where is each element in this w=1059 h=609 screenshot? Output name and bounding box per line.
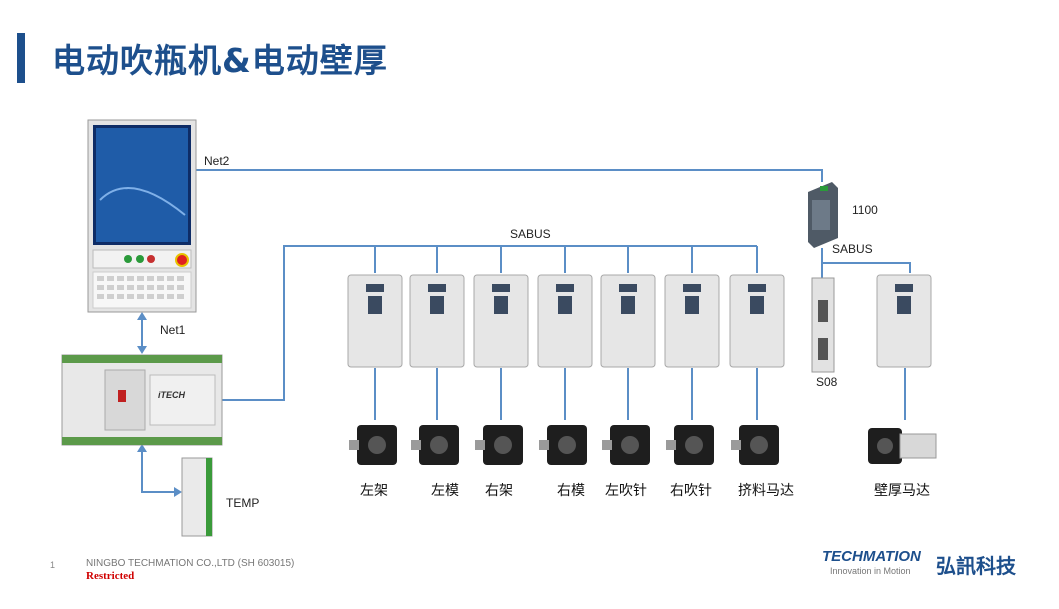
motor-label-4: 右模 (557, 483, 585, 499)
sabus-main-label: SABUS (510, 227, 551, 241)
motor-4 (539, 425, 587, 465)
module-1100 (808, 182, 838, 248)
net2-label: Net2 (204, 154, 230, 168)
net2-line (196, 169, 823, 182)
sabus-sub-label: SABUS (832, 242, 873, 256)
wall-motor-label: 壁厚马达 (874, 483, 930, 499)
motor-label-1: 左架 (360, 483, 388, 499)
title-accent-bar (17, 33, 25, 83)
temp-line (141, 446, 180, 493)
motor-1 (349, 425, 397, 465)
motor-5 (602, 425, 650, 465)
temp-label: TEMP (226, 496, 260, 510)
drive-1 (347, 274, 403, 368)
logo-chinese-name: 弘訊科技 (936, 554, 1016, 578)
servo-drives (347, 274, 932, 368)
drive-2 (409, 274, 465, 368)
servo-motors (349, 425, 937, 465)
motor-6 (666, 425, 714, 465)
controller-unit: iTECH (61, 354, 223, 446)
module-1100-label: 1100 (852, 203, 878, 217)
temp-module (181, 457, 213, 537)
sabus-main-line (222, 245, 757, 401)
motor-wall (868, 428, 937, 464)
logo-tagline: Innovation in Motion (830, 566, 911, 576)
company-name: NINGBO TECHMATION CO.,LTD (SH 603015) (86, 558, 295, 569)
module-s08 (811, 277, 835, 373)
motor-label-6: 右吹针 (670, 483, 712, 499)
drive-4 (537, 274, 593, 368)
drive-7 (729, 274, 785, 368)
drive-6 (664, 274, 720, 368)
module-s08-label: S08 (816, 375, 838, 389)
sabus-sub-line (821, 248, 911, 273)
page-title: 电动吹瓶机&电动壁厚 (52, 41, 388, 80)
drive-3 (473, 274, 529, 368)
connection-lines (141, 169, 911, 493)
motor-label-2: 左模 (431, 483, 459, 499)
motor-7 (731, 425, 779, 465)
arrowheads (137, 312, 182, 497)
hmi-panel (87, 119, 197, 313)
motor-3 (475, 425, 523, 465)
motor-label-5: 左吹针 (605, 483, 647, 499)
net1-label: Net1 (160, 323, 186, 337)
classification-label: Restricted (86, 570, 135, 582)
motor-label-7: 挤料马达 (738, 483, 794, 499)
drive-5 (600, 274, 656, 368)
svg-text:iTECH: iTECH (158, 390, 186, 400)
motor-2 (411, 425, 459, 465)
motor-label-3: 右架 (485, 483, 513, 499)
page-number: 1 (50, 560, 56, 570)
drive-wall (876, 274, 932, 368)
techmation-logo-text: TECHMATION (822, 548, 921, 565)
